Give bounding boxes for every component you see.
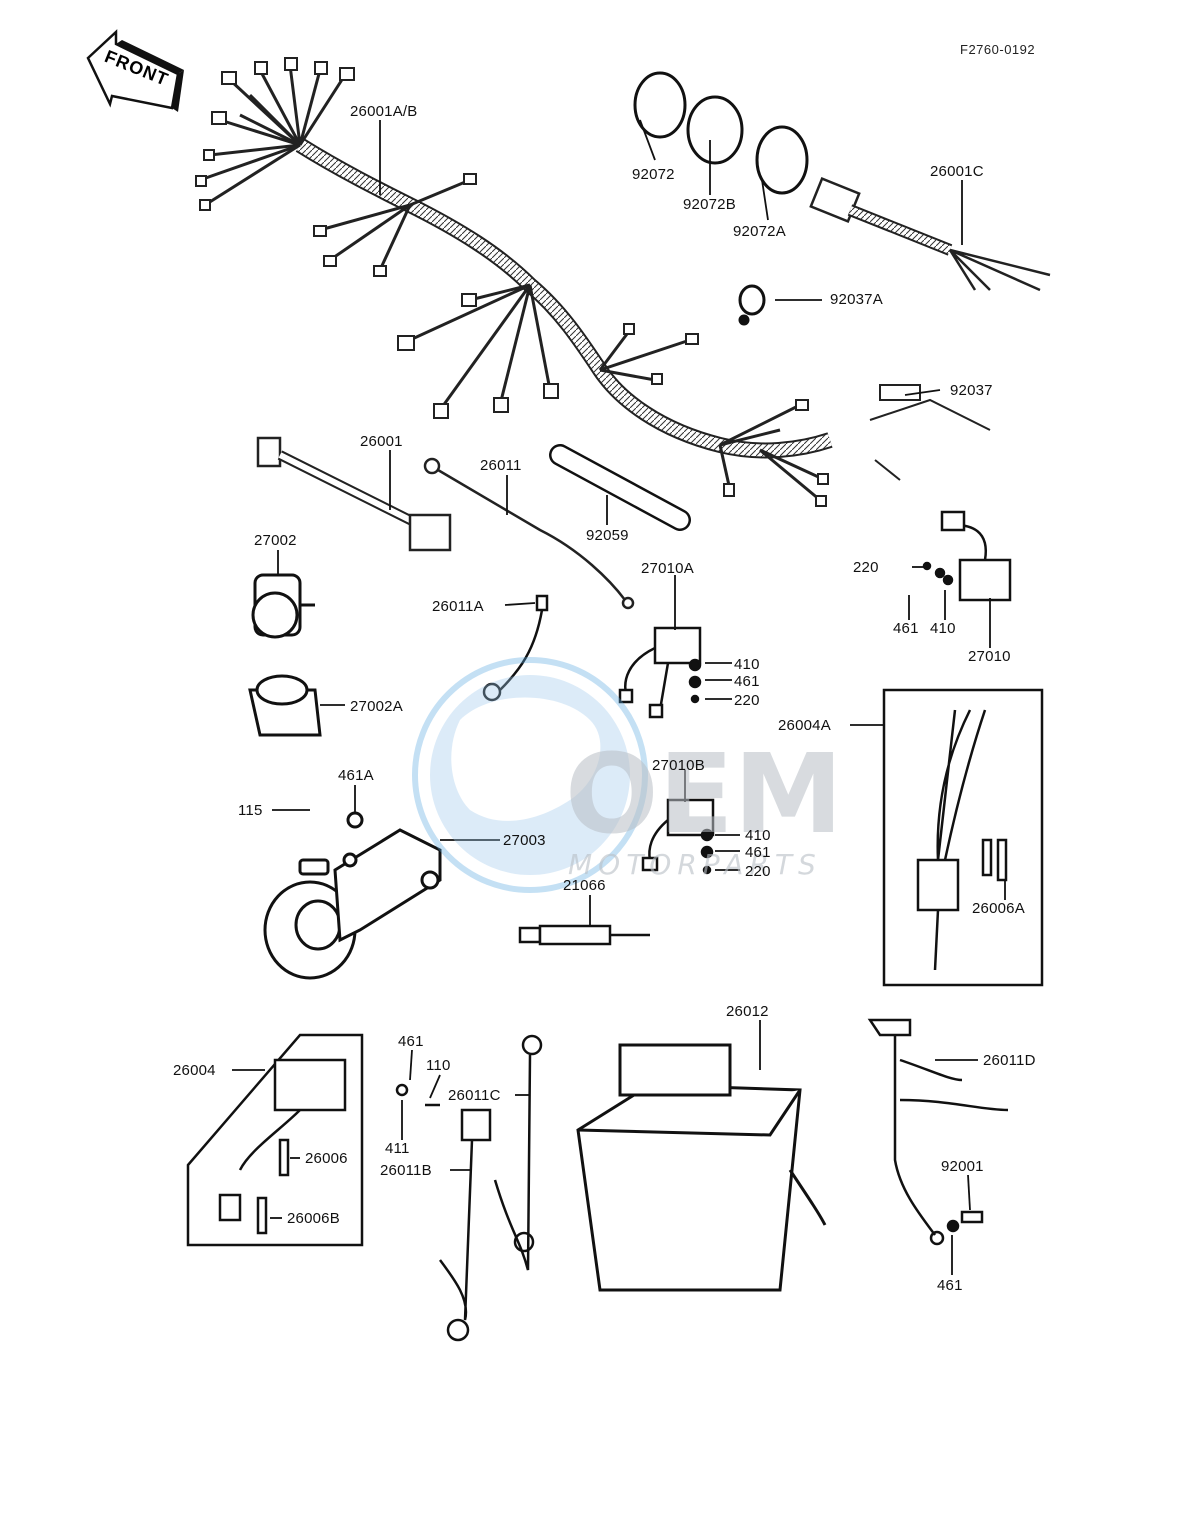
part-label-92072: 92072 bbox=[632, 166, 675, 183]
part-label-26011a: 26011A bbox=[432, 598, 484, 615]
part-label-27002: 27002 bbox=[254, 532, 297, 549]
main-harness-26001ab bbox=[195, 57, 833, 507]
part-label-26011c: 26011C bbox=[448, 1087, 501, 1104]
part-label-26012: 26012 bbox=[726, 1003, 769, 1020]
part-label-92037a: 92037A bbox=[830, 291, 883, 308]
sub-harness-26001 bbox=[256, 436, 452, 552]
bracket-92037 bbox=[869, 384, 991, 481]
part-label-26004a: 26004A bbox=[778, 717, 831, 734]
part-label-410-lower: 410 bbox=[745, 827, 771, 844]
part-27002 bbox=[251, 573, 315, 639]
part-label-92001: 92001 bbox=[941, 1158, 984, 1175]
diagram-code: F2760-0192 bbox=[960, 42, 1036, 57]
part-label-26006b: 26006B bbox=[287, 1210, 340, 1227]
part-label-461-right: 461 bbox=[893, 620, 919, 637]
part-label-92059: 92059 bbox=[586, 527, 629, 544]
bands-92072 bbox=[633, 71, 809, 195]
part-27002a bbox=[248, 674, 322, 737]
part-label-461a: 461A bbox=[338, 767, 374, 784]
part-label-220-upper: 220 bbox=[734, 692, 760, 709]
part-label-26004: 26004 bbox=[173, 1062, 216, 1079]
tube-92059 bbox=[549, 444, 691, 531]
lead-26011d bbox=[867, 1018, 1009, 1246]
relay-27010a bbox=[618, 626, 702, 719]
box-26004a bbox=[882, 688, 1044, 987]
battery-26012 bbox=[576, 1043, 827, 1292]
part-label-461-lower: 461 bbox=[745, 844, 771, 861]
part-label-92072b: 92072B bbox=[683, 196, 736, 213]
part-label-26006: 26006 bbox=[305, 1150, 348, 1167]
clip-92037a bbox=[738, 284, 766, 326]
part-label-27010a: 27010A bbox=[641, 560, 694, 577]
front-arrow-icon bbox=[86, 29, 184, 112]
horn-27003 bbox=[263, 811, 442, 980]
relay-27010b bbox=[641, 798, 715, 875]
sub-harness-26001c bbox=[809, 176, 1051, 292]
part-label-461-upper: 461 bbox=[734, 673, 760, 690]
part-label-27002a: 27002A bbox=[350, 698, 403, 715]
lead-26011a bbox=[482, 594, 549, 702]
watermark-word: OEM bbox=[565, 730, 844, 858]
part-label-461-mid: 461 bbox=[398, 1033, 424, 1050]
part-label-26001ab: 26001A/B bbox=[350, 103, 418, 120]
part-label-220-lower: 220 bbox=[745, 863, 771, 880]
relay-27010 bbox=[922, 510, 1012, 602]
part-label-26011d: 26011D bbox=[983, 1052, 1036, 1069]
part-label-26001c: 26001C bbox=[930, 163, 984, 180]
part-21066 bbox=[518, 924, 650, 946]
part-label-27010b: 27010B bbox=[652, 757, 705, 774]
part-label-410-right: 410 bbox=[930, 620, 956, 637]
lead-26011 bbox=[423, 457, 635, 610]
part-label-26011: 26011 bbox=[480, 457, 522, 474]
part-label-26006a: 26006A bbox=[972, 900, 1025, 917]
part-label-110: 110 bbox=[426, 1057, 451, 1074]
box-26004 bbox=[186, 1033, 364, 1247]
watermark-sub: MOTORPARTS bbox=[568, 848, 822, 881]
leads-26011bc bbox=[395, 1034, 543, 1342]
part-label-115: 115 bbox=[238, 802, 263, 819]
part-label-27010: 27010 bbox=[968, 648, 1011, 665]
part-label-27003: 27003 bbox=[503, 832, 546, 849]
part-label-26001: 26001 bbox=[360, 433, 403, 450]
part-label-410-upper: 410 bbox=[734, 656, 760, 673]
part-label-21066: 21066 bbox=[563, 877, 606, 894]
part-label-220-right: 220 bbox=[853, 559, 879, 576]
part-label-92072a: 92072A bbox=[733, 223, 786, 240]
watermark-globe bbox=[412, 657, 648, 893]
part-label-92037: 92037 bbox=[950, 382, 993, 399]
leader-lines bbox=[232, 119, 1006, 1275]
part-label-411: 411 bbox=[385, 1140, 410, 1157]
part-label-26011b: 26011B bbox=[380, 1162, 432, 1179]
part-label-461-bottom: 461 bbox=[937, 1277, 963, 1294]
